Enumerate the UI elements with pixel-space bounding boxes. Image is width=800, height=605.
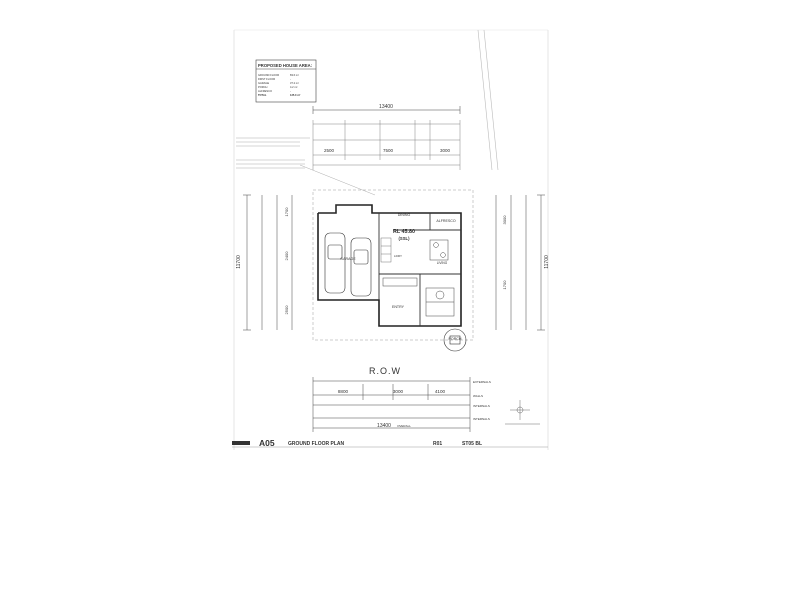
dim-label-right-2: 1700 [502, 280, 507, 290]
room-label-porch: PORCH [449, 337, 462, 341]
area-row-value: 125.0 m² [290, 93, 301, 97]
level-marker-sub: (SSL) [399, 236, 411, 241]
north-arrow-icon [505, 400, 540, 425]
site-boundary [312, 189, 474, 341]
room-label-laundry: LDRY [394, 254, 402, 258]
annotation-leaders [236, 137, 376, 196]
dim-label-overall-bottom-tag: OVERALL [397, 424, 411, 428]
dim-tag-internals: INTERNALS [473, 404, 490, 408]
dim-strings-top [312, 120, 461, 170]
room-label-dining: DINING [398, 213, 411, 217]
boundary-line-b [483, 29, 499, 171]
area-row-value: 83.6 m² [290, 73, 299, 77]
dim-label-overall-right: 11700 [544, 255, 550, 269]
dim-label-bottom-2: 3000 [393, 389, 404, 394]
room-label-garage: GARAGE [340, 257, 356, 261]
room-label-entry: ENTRY [392, 305, 405, 309]
dim-label-top-1: 2500 [324, 148, 335, 153]
garage-cars [324, 232, 372, 297]
dim-label-top-3: 3000 [440, 148, 451, 153]
area-table-title: PROPOSED HOUSE AREA: [258, 63, 312, 68]
dim-label-left-3: 2500 [284, 305, 289, 315]
furniture [382, 239, 455, 317]
scale-label: ST05 BL [462, 441, 482, 447]
area-row-value: 37.2 m² [290, 81, 299, 85]
dim-overall-right [495, 194, 545, 331]
dim-label-top-2: 7500 [383, 148, 394, 153]
dim-overall-left [243, 194, 293, 331]
area-row-label: ALFRESCO [258, 89, 272, 93]
area-row-label: FIRST FLOOR [258, 77, 275, 81]
sheet-number: A05 [259, 438, 275, 448]
sheet-title: GROUND FLOOR PLAN [288, 441, 344, 447]
area-row-label: GARAGE [258, 81, 269, 85]
interior-walls [335, 205, 461, 326]
dim-label-right-1: 3000 [502, 215, 507, 225]
area-row-value: - [290, 78, 291, 81]
dim-tag-walls: WALLS [473, 394, 483, 398]
area-row-label: TOTAL [258, 93, 267, 97]
dim-overall-top [312, 106, 461, 114]
area-row-label: GROUND FLOOR [258, 73, 279, 77]
porch-feature [443, 328, 467, 352]
title-block: A05 GROUND FLOOR PLAN R01 ST05 BL [232, 438, 548, 448]
area-row-value: 4.2 m² [290, 85, 297, 89]
area-table: PROPOSED HOUSE AREA: GROUND FLOOR 83.6 m… [255, 59, 317, 103]
dim-label-left-1: 1700 [284, 207, 289, 217]
dim-label-left-2: 2400 [284, 251, 289, 261]
room-label-alfresco: ALFRESCO [436, 219, 456, 223]
dim-tag-internals-2: INTERNALS [473, 417, 490, 421]
wet-area-fixtures [380, 237, 392, 263]
building-walls [317, 204, 462, 327]
area-row-label: PORCH [258, 85, 267, 89]
revision-label: R01 [433, 441, 442, 447]
dim-label-overall-bottom: 13400 [377, 423, 391, 429]
area-row-value: - [290, 90, 291, 93]
dim-label-bottom-1: 8800 [338, 389, 349, 394]
boundary-line-a [477, 29, 493, 171]
row-label: R.O.W [369, 366, 401, 376]
dim-label-bottom-3: 4100 [435, 389, 446, 394]
dim-strings-bottom [312, 377, 471, 432]
dim-label-overall-left: 11700 [236, 255, 242, 269]
dim-label-overall-top: 13400 [379, 104, 393, 110]
level-marker-value: RL 45.80 [393, 229, 415, 235]
room-label-living: LIVING [437, 261, 448, 265]
dim-tag-externals: EXTERNALS [473, 380, 491, 384]
